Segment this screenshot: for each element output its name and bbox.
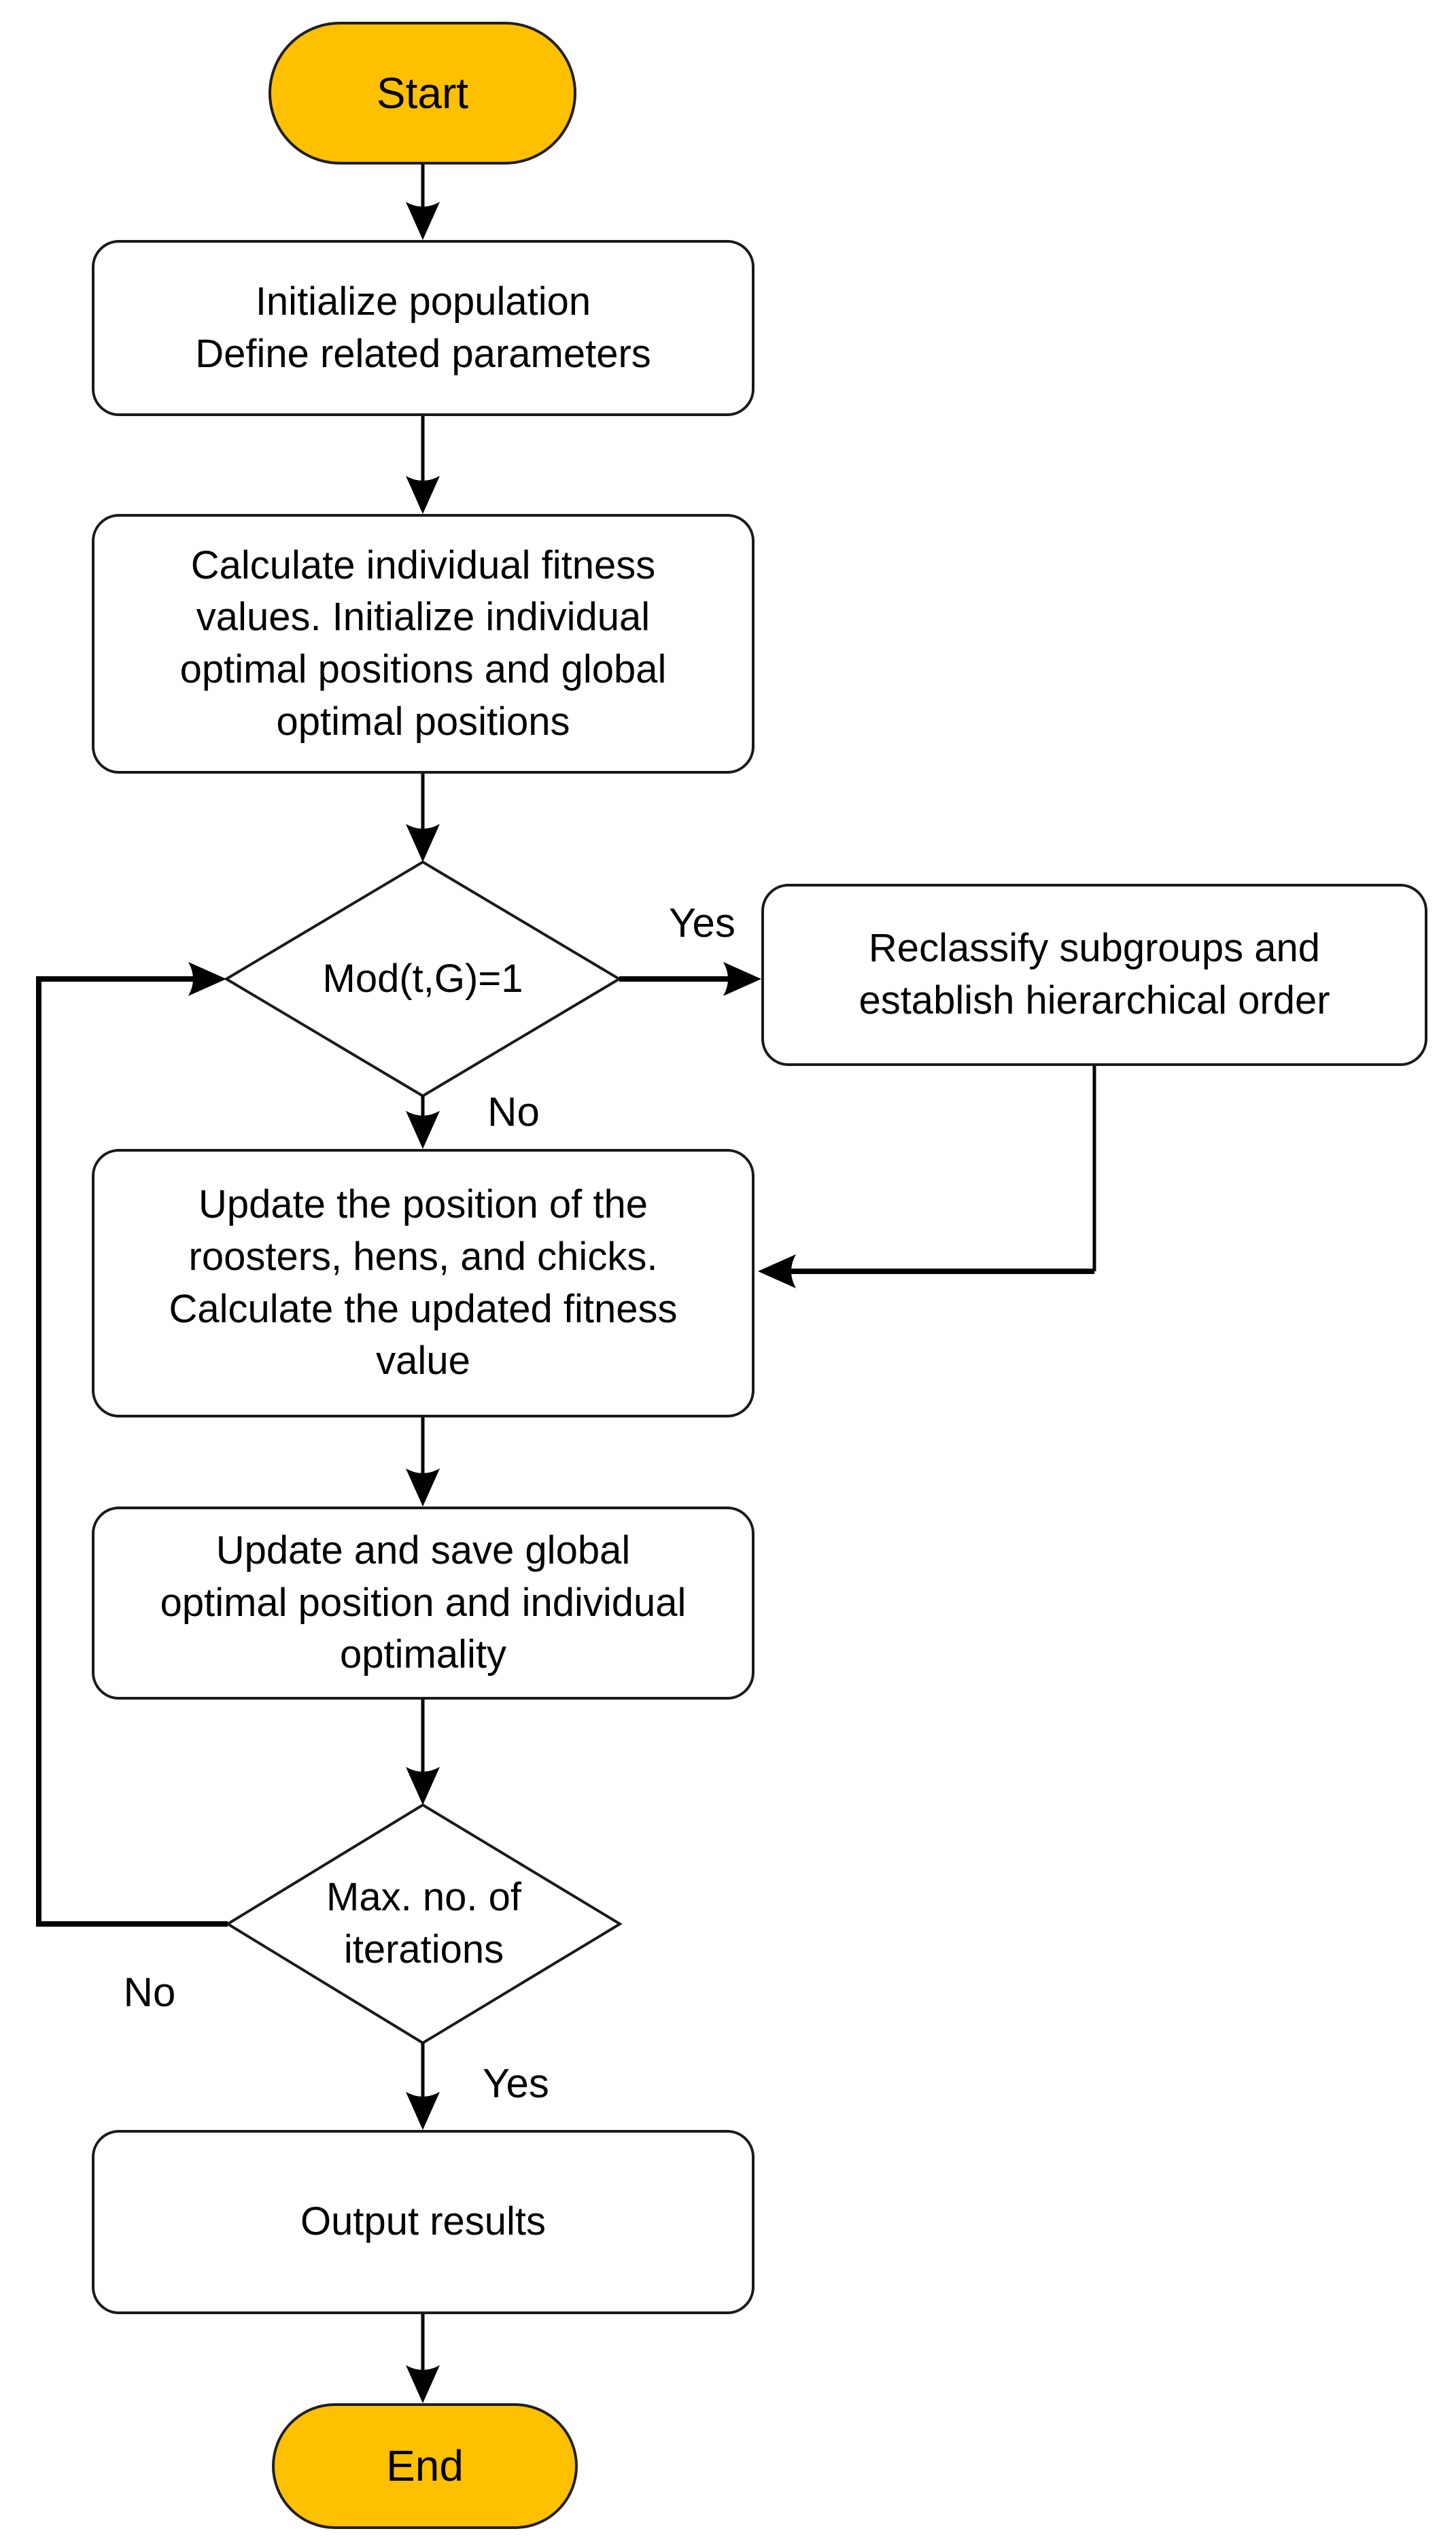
arrowhead-right-icon <box>723 962 761 996</box>
edge-output-to-end <box>406 2314 440 2403</box>
edge-mod-yes-to-reclassify <box>619 962 761 996</box>
edge-label-mod-yes: Yes <box>669 899 735 946</box>
arrowhead-down-icon <box>406 1767 440 1805</box>
decision-max-iterations-label: Max. no. of iterations <box>326 1875 521 1972</box>
edge-init-to-fitness <box>406 416 440 514</box>
arrowhead-down-icon <box>406 1468 440 1507</box>
edge-mod-no-to-update <box>406 1096 440 1149</box>
end-node: End <box>272 2403 578 2529</box>
edge-label-maxiter-no: No <box>123 1969 176 2015</box>
edge-fitness-to-mod <box>406 774 440 862</box>
reclassify-subgroups-node: Reclassify subgroups and establish hiera… <box>761 884 1427 1066</box>
calculate-fitness-node: Calculate individual fitness values. Ini… <box>92 514 755 774</box>
save-global-optimal-node: Update and save global optimal position … <box>92 1507 755 1700</box>
edge-maxiter-yes-to-output <box>406 2043 440 2130</box>
update-positions-node: Update the position of the roosters, hen… <box>92 1149 755 1417</box>
decision-mod-label: Mod(t,G)=1 <box>322 956 523 1001</box>
arrowhead-left-icon <box>758 1254 796 1288</box>
initialize-population-node: Initialize population Define related par… <box>92 240 755 416</box>
arrowhead-down-icon <box>406 1111 440 1149</box>
start-node: Start <box>268 22 576 165</box>
edge-start-to-init <box>406 164 440 240</box>
arrowhead-down-icon <box>406 476 440 514</box>
edge-reclassify-to-update <box>758 1066 1096 1288</box>
arrowhead-down-icon <box>406 824 440 862</box>
edge-line <box>36 976 228 1927</box>
arrowhead-down-icon <box>406 2092 440 2130</box>
output-results-node: Output results <box>92 2130 755 2314</box>
edge-maxiter-no-feedback <box>36 962 228 1927</box>
edge-update-to-save <box>406 1417 440 1507</box>
edge-label-maxiter-yes: Yes <box>483 2060 549 2106</box>
arrowhead-down-icon <box>406 202 440 240</box>
arrowhead-right-icon <box>188 962 226 996</box>
edge-label-mod-no: No <box>487 1088 540 1135</box>
arrowhead-down-icon <box>406 2365 440 2403</box>
edge-save-to-maxiter <box>406 1700 440 1805</box>
